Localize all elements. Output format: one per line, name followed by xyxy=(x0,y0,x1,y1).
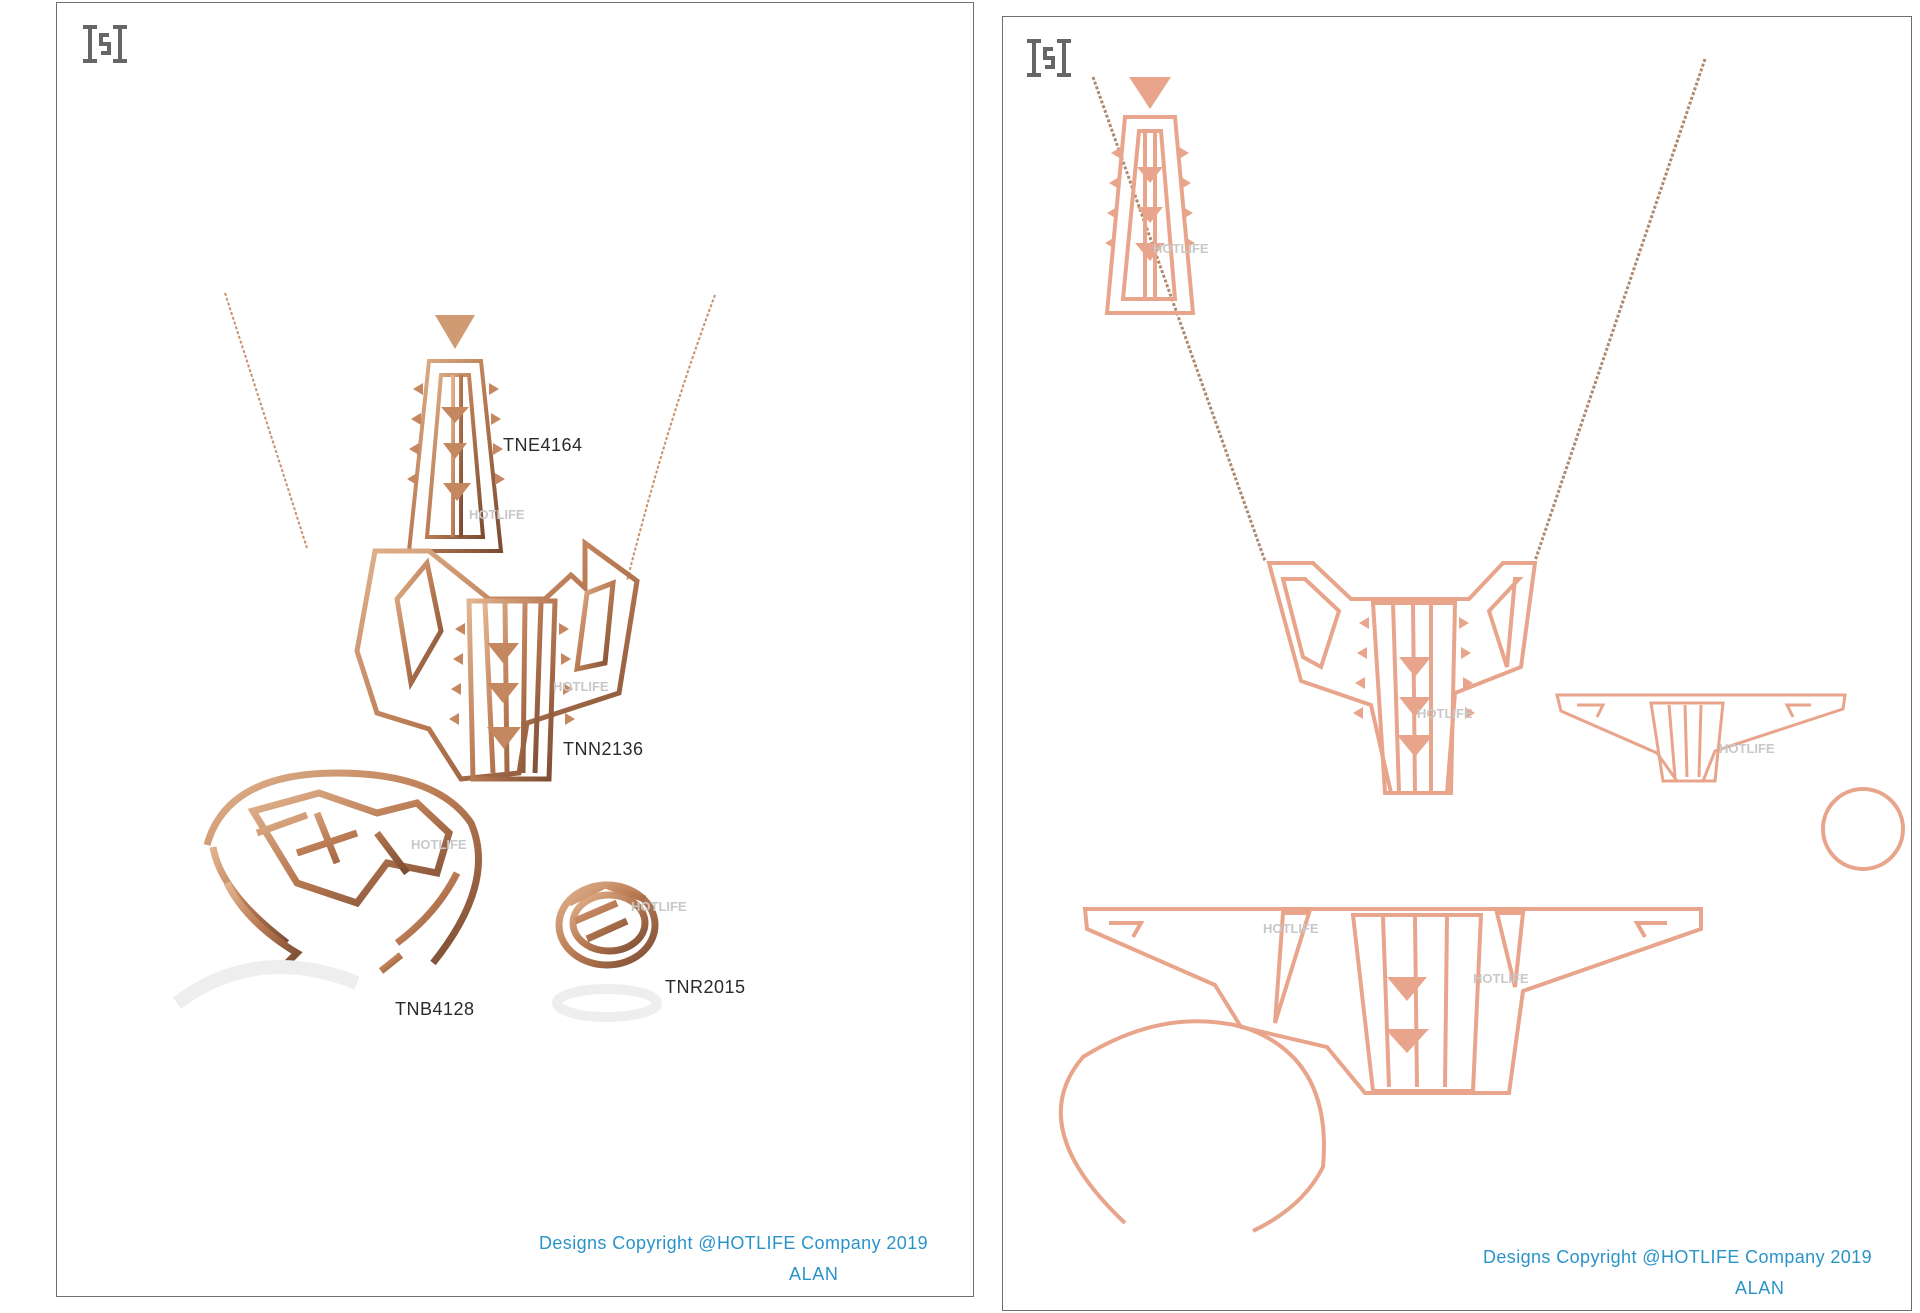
watermark-3: HOTLIFE xyxy=(1719,741,1775,756)
bangle-code-label: TNB4128 xyxy=(395,999,475,1019)
render-sheet: HOTLIFE HOTLIFE HOTLIFE HOTLIFE TNE4164 … xyxy=(56,2,974,1297)
flat-chain-right xyxy=(1533,58,1707,562)
brand-logo-icon xyxy=(1027,39,1071,77)
necklace-code-label: TNN2136 xyxy=(563,739,644,759)
earring-code-label: TNE4164 xyxy=(503,435,583,455)
flat-necklace xyxy=(1266,561,1538,795)
flat-drawing-art: HOTLIFE HOTLIFE HOTLIFE HOTLIFE HOTLIFE xyxy=(1058,58,1905,1233)
earring-render xyxy=(406,315,505,553)
necklace-chain xyxy=(224,292,308,549)
watermark-marks: HOTLIFE HOTLIFE HOTLIFE HOTLIFE HOTLIFE xyxy=(1153,241,1775,986)
author-text: ALAN xyxy=(789,1264,839,1284)
ring-render xyxy=(555,881,659,969)
flat-bangle-strip xyxy=(1082,907,1703,1095)
flat-earring xyxy=(1104,77,1196,315)
watermark-1: HOTLIFE xyxy=(469,507,525,522)
jewelry-render-art: HOTLIFE HOTLIFE HOTLIFE HOTLIFE xyxy=(172,292,716,1022)
watermark-3: HOTLIFE xyxy=(411,837,467,852)
ring-reflection xyxy=(552,984,662,1022)
flat-ring-strip xyxy=(1555,693,1847,783)
copyright-text: Designs Copyright @HOTLIFE Company 2019 xyxy=(539,1233,929,1253)
watermark-1: HOTLIFE xyxy=(1153,241,1209,256)
flat-ring-circle xyxy=(1821,787,1905,871)
necklace-render xyxy=(354,538,640,782)
flat-drawing-sheet: HOTLIFE HOTLIFE HOTLIFE HOTLIFE HOTLIFE … xyxy=(1002,16,1912,1311)
ring-code-label: TNR2015 xyxy=(665,977,746,997)
watermark-2: HOTLIFE xyxy=(553,679,609,694)
bangle-render xyxy=(203,769,482,974)
bangle-reflection xyxy=(172,960,360,1009)
watermark-4: HOTLIFE xyxy=(631,899,687,914)
watermark-5: HOTLIFE xyxy=(1473,971,1529,986)
watermark-4: HOTLIFE xyxy=(1263,921,1319,936)
copyright-text: Designs Copyright @HOTLIFE Company 2019 xyxy=(1483,1247,1873,1267)
necklace-chain-right xyxy=(626,294,716,582)
brand-logo-icon xyxy=(83,25,127,63)
watermark-2: HOTLIFE xyxy=(1417,706,1473,721)
watermark-marks: HOTLIFE HOTLIFE HOTLIFE HOTLIFE xyxy=(411,507,687,914)
flat-bangle-arc xyxy=(1058,1019,1326,1233)
author-text: ALAN xyxy=(1735,1278,1785,1298)
